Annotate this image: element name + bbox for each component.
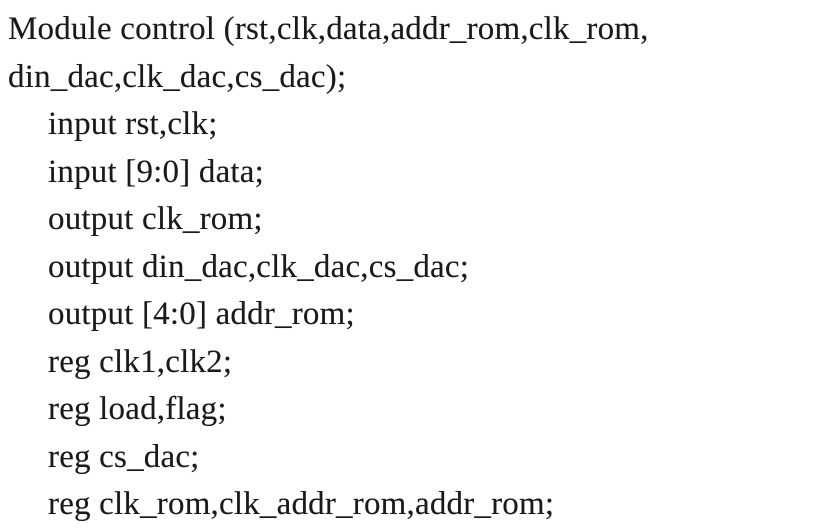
code-line-text: reg clk1,clk2; bbox=[48, 343, 233, 380]
code-line: input rst,clk; bbox=[0, 101, 821, 149]
code-line-text: reg load,flag; bbox=[48, 391, 227, 427]
code-line: output clk_rom; bbox=[0, 196, 821, 244]
code-line: input [9:0] data; bbox=[0, 149, 821, 197]
code-line-text: reg cs_dac; bbox=[48, 438, 200, 475]
code-line-text: output din_dac,clk_dac,cs_dac; bbox=[48, 248, 470, 285]
code-line: output din_dac,clk_dac,cs_dac; bbox=[0, 244, 821, 292]
code-line: Module control (rst,clk,data,addr_rom,cl… bbox=[0, 6, 821, 54]
code-line-text: output [4:0] addr_rom; bbox=[48, 296, 355, 332]
code-line: reg load,flag; bbox=[0, 386, 821, 434]
code-line-text: Module control (rst,clk,data,addr_rom,cl… bbox=[8, 11, 649, 47]
code-line-text: din_dac,clk_dac,cs_dac); bbox=[8, 58, 347, 95]
code-line-text: output clk_rom; bbox=[48, 201, 263, 237]
code-line-text: input [9:0] data; bbox=[48, 153, 265, 190]
code-line-text: input rst,clk; bbox=[48, 106, 218, 142]
code-line: din_dac,clk_dac,cs_dac); bbox=[0, 54, 821, 102]
code-line: reg cs_dac; bbox=[0, 434, 821, 482]
code-line: reg clk1,clk2; bbox=[0, 339, 821, 387]
code-line: reg clk_rom,clk_addr_rom,addr_rom; bbox=[0, 481, 821, 529]
code-line-text: reg clk_rom,clk_addr_rom,addr_rom; bbox=[48, 486, 555, 522]
code-line: output [4:0] addr_rom; bbox=[0, 291, 821, 339]
